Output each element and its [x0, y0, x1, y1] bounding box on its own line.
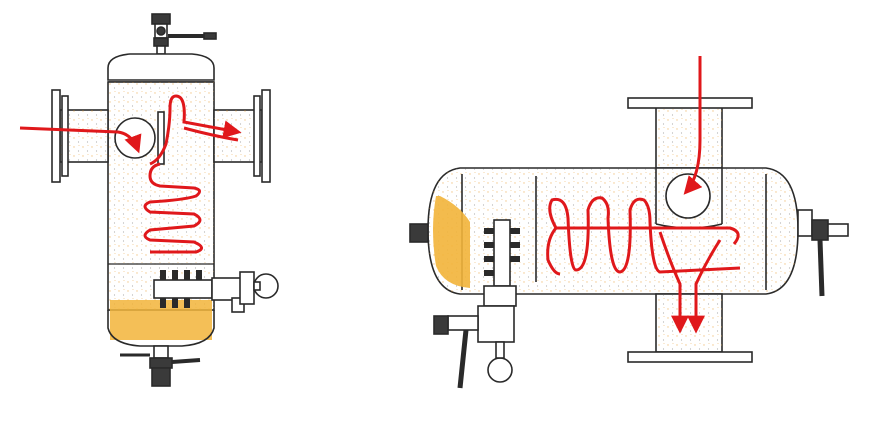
drain-valve-icon [433, 315, 479, 389]
outlet-flange [261, 89, 271, 183]
bottom-flange [627, 351, 753, 363]
drain-valve-icon [120, 345, 201, 387]
baffle [157, 111, 165, 165]
pressure-gauge-icon [487, 357, 513, 383]
magnetic-rod [153, 270, 255, 313]
flow-arrow-icon [546, 56, 741, 334]
top-dome [107, 53, 215, 81]
inlet-flange [51, 89, 61, 183]
bubble-icon [665, 173, 711, 219]
bubble-icon [114, 117, 156, 159]
flow-arrow-icon [19, 94, 242, 254]
vent-valve-icon [151, 13, 217, 55]
sediment-left [433, 196, 470, 288]
vent-valve-icon [409, 223, 429, 243]
vent-valve-icon [797, 209, 849, 297]
top-flange [627, 97, 753, 109]
